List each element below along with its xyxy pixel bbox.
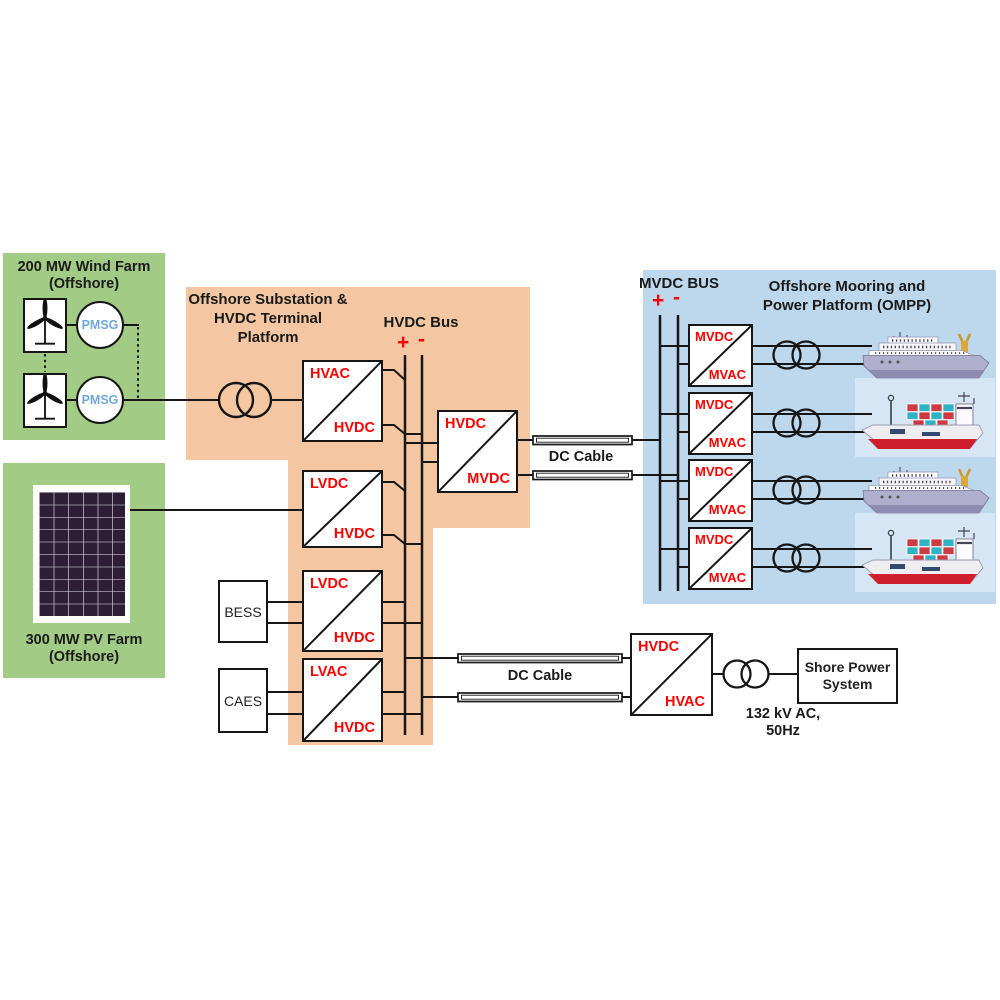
converter-label-top: LVDC xyxy=(310,476,349,492)
converter-label-top: MVDC xyxy=(695,397,734,412)
substation-title-line3: Platform xyxy=(237,329,299,346)
converter-label-bottom: HVDC xyxy=(333,525,375,542)
wind-farm-title-line1: 200 MW Wind Farm xyxy=(17,259,151,275)
shore-ac-line2: 50Hz xyxy=(766,723,800,739)
converter-label-top: HVAC xyxy=(310,366,351,382)
converter-hvdc-mvdc: HVDC MVDC xyxy=(437,410,518,493)
converter-label-top: MVDC xyxy=(695,532,734,547)
substation-transformer xyxy=(217,381,273,419)
hvdc-bus-minus: - xyxy=(418,328,425,351)
wind-farm-wiring xyxy=(44,324,303,401)
converter-ship-1: MVDC MVAC xyxy=(688,324,753,387)
substation-title: Offshore Substation & HVDC Terminal Plat… xyxy=(168,290,368,347)
pmsg-generator-1: PMSG xyxy=(76,301,124,349)
converter-ship-4: MVDC MVAC xyxy=(688,527,753,590)
converter-label-top: LVAC xyxy=(310,664,348,680)
shore-ac-rating: 132 kV AC, 50Hz xyxy=(723,706,843,740)
substation-title-line2: HVDC Terminal xyxy=(213,310,323,327)
shore-box-line2: System xyxy=(822,676,873,692)
storage-wiring xyxy=(268,601,303,715)
shore-ac-line1: 132 kV AC, xyxy=(745,706,821,722)
converter-pv-lvdc-hvdc: LVDC HVDC xyxy=(302,470,383,548)
ompp-title-line2: Power Platform (OMPP) xyxy=(762,297,932,314)
converter-wind-hvac-hvdc: HVAC HVDC xyxy=(302,360,383,442)
wind-turbine-icon xyxy=(27,372,63,420)
converter-label-bottom: HVDC xyxy=(333,629,375,646)
converter-caes-lvac-hvdc: LVAC HVDC xyxy=(302,658,383,742)
ompp-title: Offshore Mooring and Power Platform (OMP… xyxy=(742,277,952,315)
converter-label-top: LVDC xyxy=(310,576,349,592)
wind-farm-title: 200 MW Wind Farm (Offshore) xyxy=(3,259,165,293)
converter-label-top: MVDC xyxy=(695,329,734,344)
converter-label-top: HVDC xyxy=(445,416,487,432)
dc-cable-top xyxy=(517,435,678,481)
converter-ship-3: MVDC MVAC xyxy=(688,459,753,522)
wind-turbine-icon xyxy=(27,297,63,345)
shore-box-line1: Shore Power xyxy=(804,659,891,675)
bess-box: BESS xyxy=(218,580,268,643)
wind-turbine-box-2 xyxy=(23,372,67,428)
container-ship-image-2 xyxy=(860,525,985,586)
converter-label-top: HVDC xyxy=(638,639,680,655)
caes-box: CAES xyxy=(218,668,268,733)
converter-label-bottom: HVAC xyxy=(664,693,705,710)
shore-power-system-box: Shore Power System xyxy=(797,648,898,704)
wind-farm-title-line2: (Offshore) xyxy=(48,276,120,292)
hvdc-bus-label: HVDC Bus xyxy=(383,314,459,331)
converter-label-top: MVDC xyxy=(695,464,734,479)
dc-cable-label-top: DC Cable xyxy=(548,449,614,465)
converter-label-bottom: MVAC xyxy=(708,502,746,517)
converter-label-bottom: HVDC xyxy=(333,719,375,736)
pv-farm-title-line2: (Offshore) xyxy=(48,649,120,665)
converter-shore-hvdc-hvac: HVDC HVAC xyxy=(630,633,713,716)
pv-farm-title: 300 MW PV Farm (Offshore) xyxy=(3,632,165,666)
dc-cable-label-bottom: DC Cable xyxy=(507,668,573,684)
ship-feeders xyxy=(660,340,872,573)
mvdc-bus-label: MVDC BUS xyxy=(639,275,720,292)
converter-label-bottom: MVDC xyxy=(467,470,510,487)
cruise-ship-image-2 xyxy=(861,465,991,515)
hvdc-bus-links xyxy=(382,369,438,715)
converter-bess-lvdc-hvdc: LVDC HVDC xyxy=(302,570,383,652)
converter-label-bottom: HVDC xyxy=(333,419,375,436)
mvdc-bus-plus: + xyxy=(652,289,665,312)
ompp-title-line1: Offshore Mooring and xyxy=(768,278,926,295)
wind-turbine-box-1 xyxy=(23,297,67,353)
hvdc-bus-plus: + xyxy=(397,331,410,354)
dc-cable-bottom xyxy=(405,653,631,703)
mvdc-bus-lines xyxy=(658,315,680,591)
converter-label-bottom: MVAC xyxy=(708,435,746,450)
shore-wiring xyxy=(712,659,797,689)
converter-label-bottom: MVAC xyxy=(708,570,746,585)
container-ship-image-1 xyxy=(860,390,985,451)
converter-ship-2: MVDC MVAC xyxy=(688,392,753,455)
substation-title-line1: Offshore Substation & xyxy=(188,291,348,308)
cruise-ship-image-1 xyxy=(861,330,991,380)
pmsg-generator-2: PMSG xyxy=(76,376,124,424)
pv-farm-title-line1: 300 MW PV Farm xyxy=(25,632,143,648)
mvdc-bus-minus: - xyxy=(673,286,680,309)
pv-panel-image xyxy=(39,492,125,616)
converter-label-bottom: MVAC xyxy=(708,367,746,382)
